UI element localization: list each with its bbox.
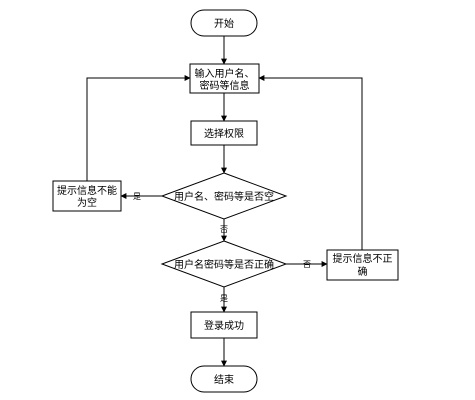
end-node: 结束 [190, 365, 258, 393]
connectors [86, 36, 363, 367]
edge-label-empty-yes: 是 [133, 192, 141, 201]
incorrect-message-label-line1: 提示信息不正 [333, 252, 393, 265]
empty-message-label-line1: 提示信息不能 [57, 184, 117, 197]
empty-message-label-line2: 为空 [77, 196, 97, 209]
edge-label-empty-no: 否 [220, 225, 228, 234]
input-credentials-node: 输入用户名、 密码等信息 [189, 63, 260, 94]
edge-label-correct-no: 否 [303, 260, 311, 269]
end-label: 结束 [214, 373, 234, 386]
check-correct-decision: 用户名密码等是否正确 [160, 240, 288, 288]
edge-label-correct-yes: 是 [220, 294, 228, 303]
start-node: 开始 [190, 9, 258, 37]
select-permission-label: 选择权限 [204, 127, 244, 140]
incorrect-message-label-line2: 确 [358, 265, 368, 278]
start-label: 开始 [214, 17, 234, 30]
check-correct-label: 用户名密码等是否正确 [174, 258, 274, 271]
login-success-label: 登录成功 [204, 319, 244, 332]
select-permission-node: 选择权限 [190, 120, 258, 146]
empty-message-node: 提示信息不能 为空 [52, 180, 122, 212]
check-empty-decision: 用户名、密码等是否空 [160, 172, 288, 220]
check-empty-label: 用户名、密码等是否空 [174, 190, 274, 203]
arrow-empty-message-loop [86, 75, 191, 181]
arrow-incorrect-message-loop [258, 75, 363, 250]
input-credentials-label-line1: 输入用户名、 [195, 67, 255, 80]
login-success-node: 登录成功 [190, 311, 258, 339]
input-credentials-label-line2: 密码等信息 [200, 79, 250, 92]
incorrect-message-node: 提示信息不正 确 [326, 249, 399, 281]
